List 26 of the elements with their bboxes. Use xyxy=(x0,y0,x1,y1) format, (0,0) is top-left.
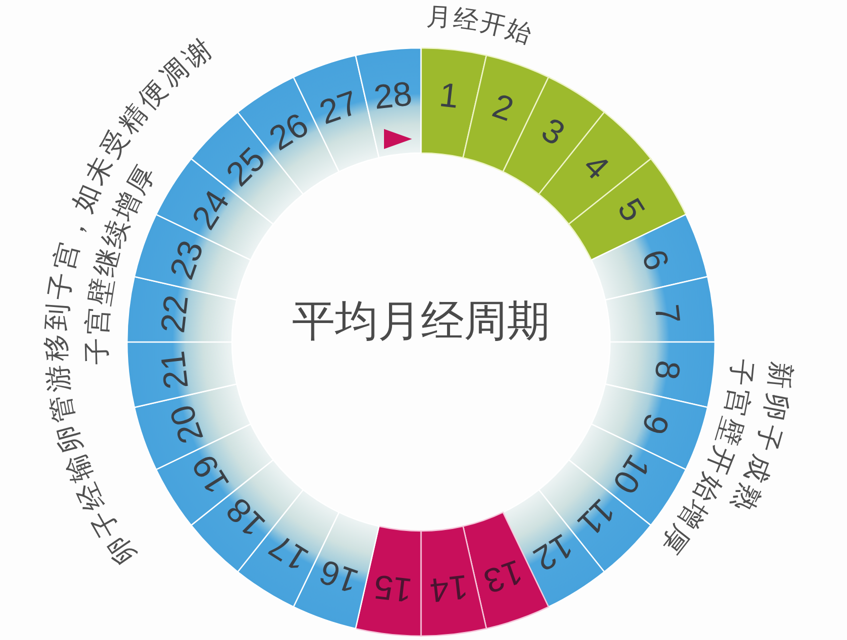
day-number: 27 xyxy=(316,86,363,130)
ring-segment xyxy=(537,111,652,226)
day-number: 1 xyxy=(437,78,460,114)
day-number: 28 xyxy=(372,76,414,115)
center-title: 平均月经周期 xyxy=(292,298,550,346)
day-number: 20 xyxy=(164,400,210,448)
phase-label: 月经开始 xyxy=(426,1,537,50)
day-number: 5 xyxy=(612,193,650,228)
day-number: 4 xyxy=(578,148,616,186)
day-number: 13 xyxy=(479,554,526,598)
day-number: 15 xyxy=(372,569,414,608)
day-number: 21 xyxy=(156,349,194,390)
ring-segment xyxy=(604,275,716,343)
day-number: 7 xyxy=(649,302,686,326)
day-number: 22 xyxy=(156,294,194,335)
day-number: 14 xyxy=(428,569,470,608)
day-number: 6 xyxy=(636,246,674,275)
day-number: 3 xyxy=(536,112,570,152)
day-number: 2 xyxy=(488,88,518,128)
ring-segment xyxy=(420,47,488,159)
day-number: 23 xyxy=(164,236,210,284)
day-number: 9 xyxy=(636,409,674,438)
ring-segment xyxy=(604,341,716,409)
day-number: 16 xyxy=(316,554,363,598)
ring-segment xyxy=(354,47,422,159)
day-number: 8 xyxy=(649,358,686,382)
